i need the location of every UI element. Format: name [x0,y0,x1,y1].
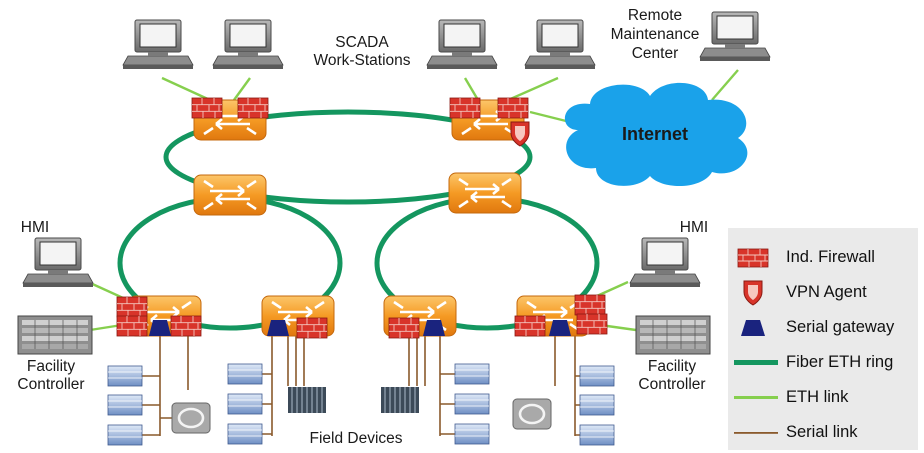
firewall-icon [116,315,148,337]
facility-left-label-line1: Facility [27,358,75,375]
legend-label: Ind. Firewall [786,248,875,266]
facility-controller-left [17,315,93,355]
firewall-icon [737,248,769,268]
switch-middle-left [192,173,268,217]
hmi-right-pc [629,237,701,288]
scada-workstation-2 [212,19,284,70]
firewall-icon [514,315,546,337]
field-devices-label: Field Devices [309,430,402,447]
field-device-blade [579,365,615,387]
firewall-icon [191,97,223,119]
firewall-icon [237,97,269,119]
legend-item-serial-gateway: Serial gateway [728,310,918,344]
firewall-icon [449,97,481,119]
legend-label: ETH link [786,388,849,406]
scada-workstation-4 [524,19,596,70]
internet-label: Internet [622,124,688,144]
hmi-left-label: HMI [21,219,49,236]
legend: Ind. Firewall VPN Agent Serial gateway F… [728,228,918,450]
firewall-icon [574,294,606,316]
scada-label-line2: Work-Stations [313,52,410,69]
field-device-blade [227,363,263,385]
field-device-blade [454,363,490,385]
vpn-shield-icon [743,280,763,306]
field-device-ring [170,401,212,435]
field-device-blade [107,394,143,416]
scada-workstation-3 [426,19,498,70]
legend-item-serial-link: Serial link [728,415,918,449]
remote-maintenance-pc [699,11,771,62]
remote-label-line3: Center [632,45,679,62]
firewall-icon [296,317,328,339]
legend-item-eth-link: ETH link [728,380,918,414]
field-device-modules [287,386,327,414]
field-device-blade [454,423,490,445]
field-device-blade [454,393,490,415]
legend-item-vpn-agent: VPN Agent [728,275,918,309]
remote-label-line2: Maintenance [611,26,700,43]
field-device-blade [107,365,143,387]
firewall-icon [576,313,608,335]
legend-item-firewall: Ind. Firewall [728,240,918,274]
legend-label: Serial gateway [786,318,895,336]
field-device-blade [227,423,263,445]
field-device-blade [579,394,615,416]
field-device-modules [380,386,420,414]
remote-label-line1: Remote [628,7,682,24]
scada-label-line1: SCADA [335,34,389,51]
serial-gateway-icon [741,320,765,336]
serial-line-icon [734,432,778,434]
field-device-blade [107,424,143,446]
switch-middle-right [447,171,523,215]
serial-links [142,334,592,436]
field-device-blade [579,424,615,446]
hmi-left-pc [22,237,94,288]
field-device-ring [511,397,553,431]
facility-right-label-line2: Controller [638,376,705,393]
firewall-icon [116,296,148,318]
legend-label: Serial link [786,423,858,441]
firewall-icon [170,315,202,337]
facility-controller-right [635,315,711,355]
hmi-right-label: HMI [680,219,708,236]
legend-label: Fiber ETH ring [786,353,894,371]
scada-workstation-1 [122,19,194,70]
eth-line-icon [734,396,778,399]
internet-cloud: Internet [564,82,748,187]
legend-label: VPN Agent [786,283,867,301]
vpn-shield-icon [510,121,530,147]
fiber-line-icon [734,360,778,365]
facility-left-label-line2: Controller [17,376,84,393]
firewall-icon [497,97,529,119]
firewall-icon [388,317,420,339]
facility-right-label-line1: Facility [648,358,696,375]
field-device-blade [227,393,263,415]
legend-item-fiber-ring: Fiber ETH ring [728,345,918,379]
fiber-ring-top [163,109,533,205]
